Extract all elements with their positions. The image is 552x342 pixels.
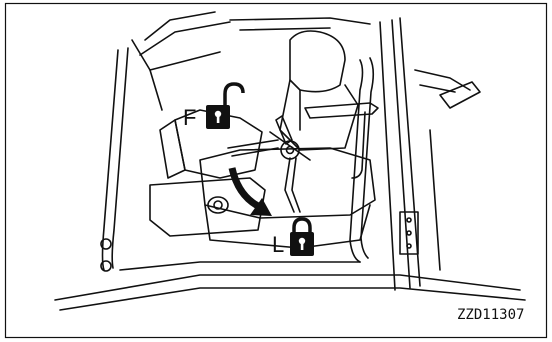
left-window-frame	[132, 12, 230, 110]
left-pillar	[101, 48, 128, 271]
unlocked-padlock-icon	[206, 84, 243, 129]
locked-padlock-icon	[290, 219, 314, 256]
operator-seat	[200, 31, 375, 248]
figure-code: ZZD11307	[457, 307, 524, 323]
cab-roof-beams	[230, 18, 370, 30]
right-door-pillar	[350, 18, 420, 290]
right-window-frame	[415, 70, 480, 270]
motion-arrow	[232, 168, 272, 216]
lock-lever	[228, 116, 310, 212]
free-position-label: F	[183, 105, 196, 130]
lock-position-label: L	[272, 232, 284, 257]
cab-floor	[55, 262, 525, 310]
